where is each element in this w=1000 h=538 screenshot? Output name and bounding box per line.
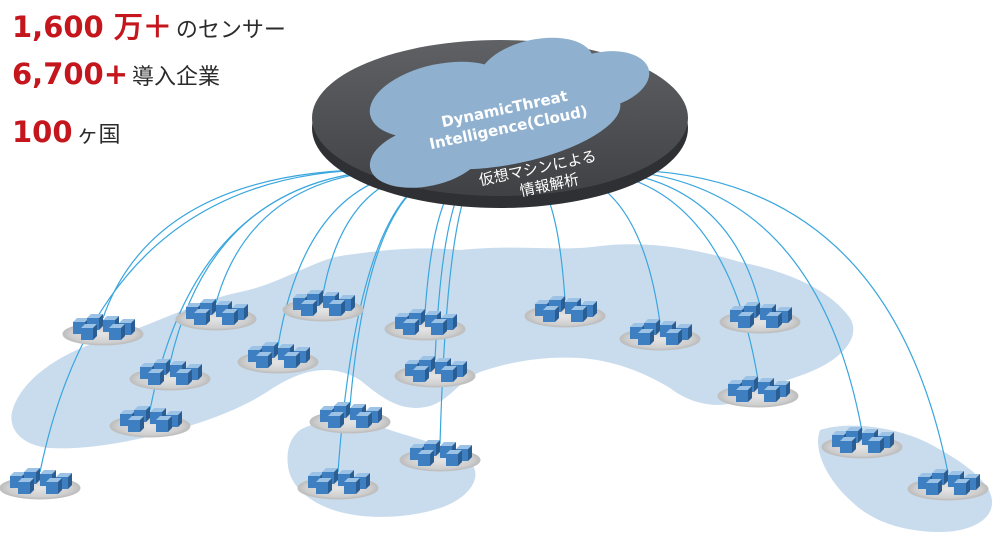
stat-companies-number: 6,700+ (12, 57, 129, 91)
server-cluster-icon (129, 359, 211, 391)
stat-countries-number: 100 (12, 115, 73, 149)
server-cluster-icon (384, 309, 466, 341)
server-box-icon (764, 386, 780, 402)
server-cluster-icon (394, 356, 476, 388)
server-box-icon (148, 369, 164, 385)
server-box-icon (738, 312, 754, 328)
server-box-icon (46, 478, 62, 494)
server-box-icon (446, 450, 462, 466)
server-box-icon (128, 416, 144, 432)
server-cluster-icon (719, 302, 801, 334)
server-cluster-icon (619, 319, 701, 351)
stat-companies: 6,700+導入企業 (12, 57, 220, 91)
server-box-icon (571, 306, 587, 322)
server-box-icon (81, 324, 97, 340)
server-box-icon (431, 319, 447, 335)
server-box-icon (926, 479, 942, 495)
server-box-icon (109, 324, 125, 340)
stat-companies-label: 導入企業 (132, 65, 221, 90)
server-cluster-icon (282, 290, 364, 322)
server-cluster-icon (907, 469, 989, 501)
server-box-icon (868, 437, 884, 453)
server-box-icon (222, 309, 238, 325)
stat-countries-label: ヶ国 (76, 123, 121, 148)
stat-sensors-label: のセンサー (175, 18, 286, 43)
server-cluster-icon (524, 296, 606, 328)
connection-line (39, 169, 399, 473)
server-box-icon (156, 416, 172, 432)
server-box-icon (194, 309, 210, 325)
server-cluster-icon (109, 406, 191, 438)
server-cluster-icon (237, 342, 319, 374)
server-cluster-icon (175, 299, 257, 331)
server-box-icon (840, 437, 856, 453)
server-box-icon (441, 366, 457, 382)
server-cluster-icon (297, 468, 379, 500)
server-box-icon (301, 300, 317, 316)
server-box-icon (18, 478, 34, 494)
server-box-icon (418, 450, 434, 466)
server-cluster-icon (821, 427, 903, 459)
server-box-icon (403, 319, 419, 335)
server-box-icon (344, 478, 360, 494)
server-box-icon (954, 479, 970, 495)
server-box-icon (316, 478, 332, 494)
server-box-icon (284, 352, 300, 368)
server-cluster-icon (717, 376, 799, 408)
server-box-icon (256, 352, 272, 368)
server-cluster-icon (62, 314, 144, 346)
map-eurasia (11, 244, 854, 449)
server-box-icon (328, 412, 344, 428)
connection-line (598, 169, 949, 474)
server-box-icon (543, 306, 559, 322)
server-box-icon (329, 300, 345, 316)
server-box-icon (413, 366, 429, 382)
stat-sensors-number: 1,600 万＋ (12, 10, 172, 44)
server-cluster-icon (309, 402, 391, 434)
server-cluster-icon (0, 468, 81, 500)
server-box-icon (638, 329, 654, 345)
server-box-icon (736, 386, 752, 402)
sensor-nodes (0, 290, 989, 501)
server-box-icon (666, 329, 682, 345)
server-cluster-icon (399, 440, 481, 472)
cloud-icon (369, 37, 650, 188)
server-box-icon (766, 312, 782, 328)
cloud-platform: DynamicThreat Intelligence(Cloud) 仮想マシンに… (312, 37, 688, 208)
stat-sensors: 1,600 万＋のセンサー (12, 4, 286, 46)
server-box-icon (356, 412, 372, 428)
server-box-icon (176, 369, 192, 385)
